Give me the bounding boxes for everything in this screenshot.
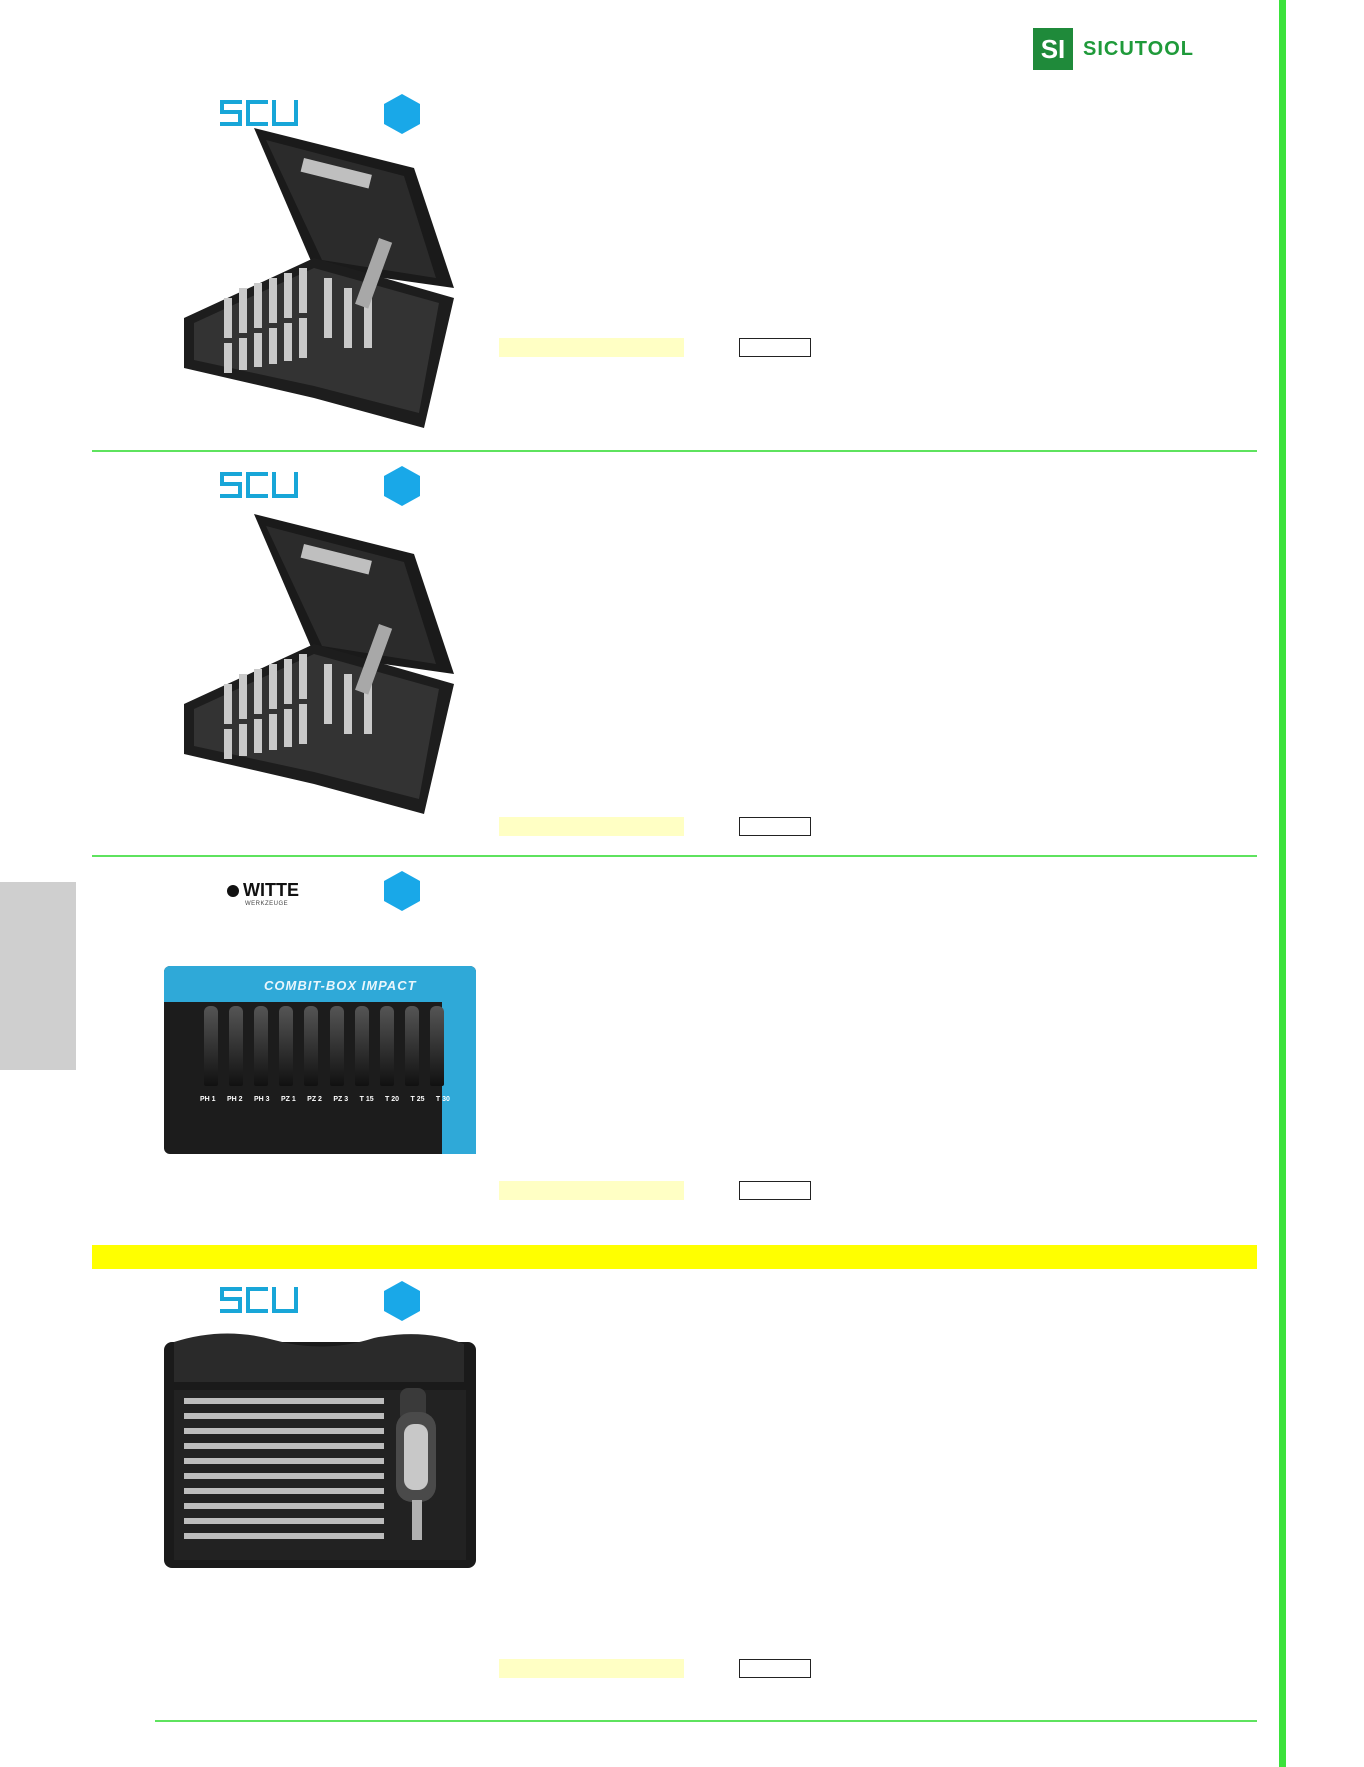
bit-tool [379,1006,394,1086]
screwdriver-blade [184,1428,384,1434]
screwdriver-blade [184,1458,384,1464]
screwdriver-blade [184,1398,384,1404]
bit-tool [304,1006,319,1086]
bit-tool [279,1006,294,1086]
page-edge-bar [1279,0,1286,1767]
hexagon-marker-icon [381,870,423,917]
bit-tool [204,1006,218,1086]
price-label-fill [499,1181,684,1200]
bit-label: T 15 [359,1096,374,1103]
bit-tool [354,1006,369,1086]
witte-logo-text: WITTE [243,880,299,900]
brand-logo-witte: WITTE WERKZEUGE [227,880,299,907]
bit-label: PH 3 [253,1096,270,1103]
product-photo-bit-case [184,128,454,445]
price-input-box [739,338,811,357]
bit-tool [229,1006,244,1086]
bit-tool [329,1006,344,1086]
price-label-fill [499,338,684,357]
bit-label: T 30 [435,1096,450,1103]
product-photo-screwdriver-set [164,1332,476,1573]
product-photo-combit-box: COMBIT-BOX IMPACT PH 1 PH 2 PH 3 PZ 1 PZ 2 PZ… [164,966,476,1154]
section-separator [92,855,1257,857]
price-input-box [739,1659,811,1678]
page-bottom-separator [155,1720,1257,1722]
screwdriver-blade [184,1413,384,1419]
chapter-side-tab [0,882,76,1070]
bit-tool [404,1006,419,1086]
hexagon-marker-icon [381,465,423,512]
brand-logo-scu [218,470,300,505]
screwdriver-blade [184,1533,384,1539]
witte-logo-mark-icon [227,884,239,897]
price-input-box [739,1181,811,1200]
screwdriver-blade [184,1473,384,1479]
brand-logo-scu [218,98,300,133]
section-highlight-band [92,1245,1257,1269]
bit-label: PZ 2 [307,1096,322,1103]
product-photo-bit-case [184,514,454,831]
hexagon-marker-icon [381,93,423,140]
screwdriver-blade [184,1518,384,1524]
bit-tool [429,1006,444,1086]
sicutool-logo: SI SICUTOOL [1033,28,1194,70]
bit-tool [254,1006,269,1086]
screwdriver-blade [184,1503,384,1509]
screwdriver-blade [184,1443,384,1449]
sicutool-logo-mark: SI [1033,28,1073,70]
witte-logo-subtext: WERKZEUGE [245,901,289,907]
bit-label: T 25 [410,1096,425,1103]
section-separator [92,450,1257,452]
price-label-fill [499,1659,684,1678]
sicutool-logo-text: SICUTOOL [1083,37,1194,60]
bit-label: PH 2 [226,1096,243,1103]
screwdriver-blade [184,1488,384,1494]
price-label-fill [499,817,684,836]
hexagon-marker-icon [381,1280,423,1327]
bit-label: T 20 [385,1096,400,1103]
bit-label: PZ 1 [280,1096,296,1103]
price-input-box [739,817,811,836]
bit-label: PH 1 [200,1096,216,1103]
bit-label: PZ 3 [333,1096,349,1103]
brand-logo-scu [218,1285,300,1320]
combit-box-title: COMBIT-BOX IMPACT [264,978,417,993]
